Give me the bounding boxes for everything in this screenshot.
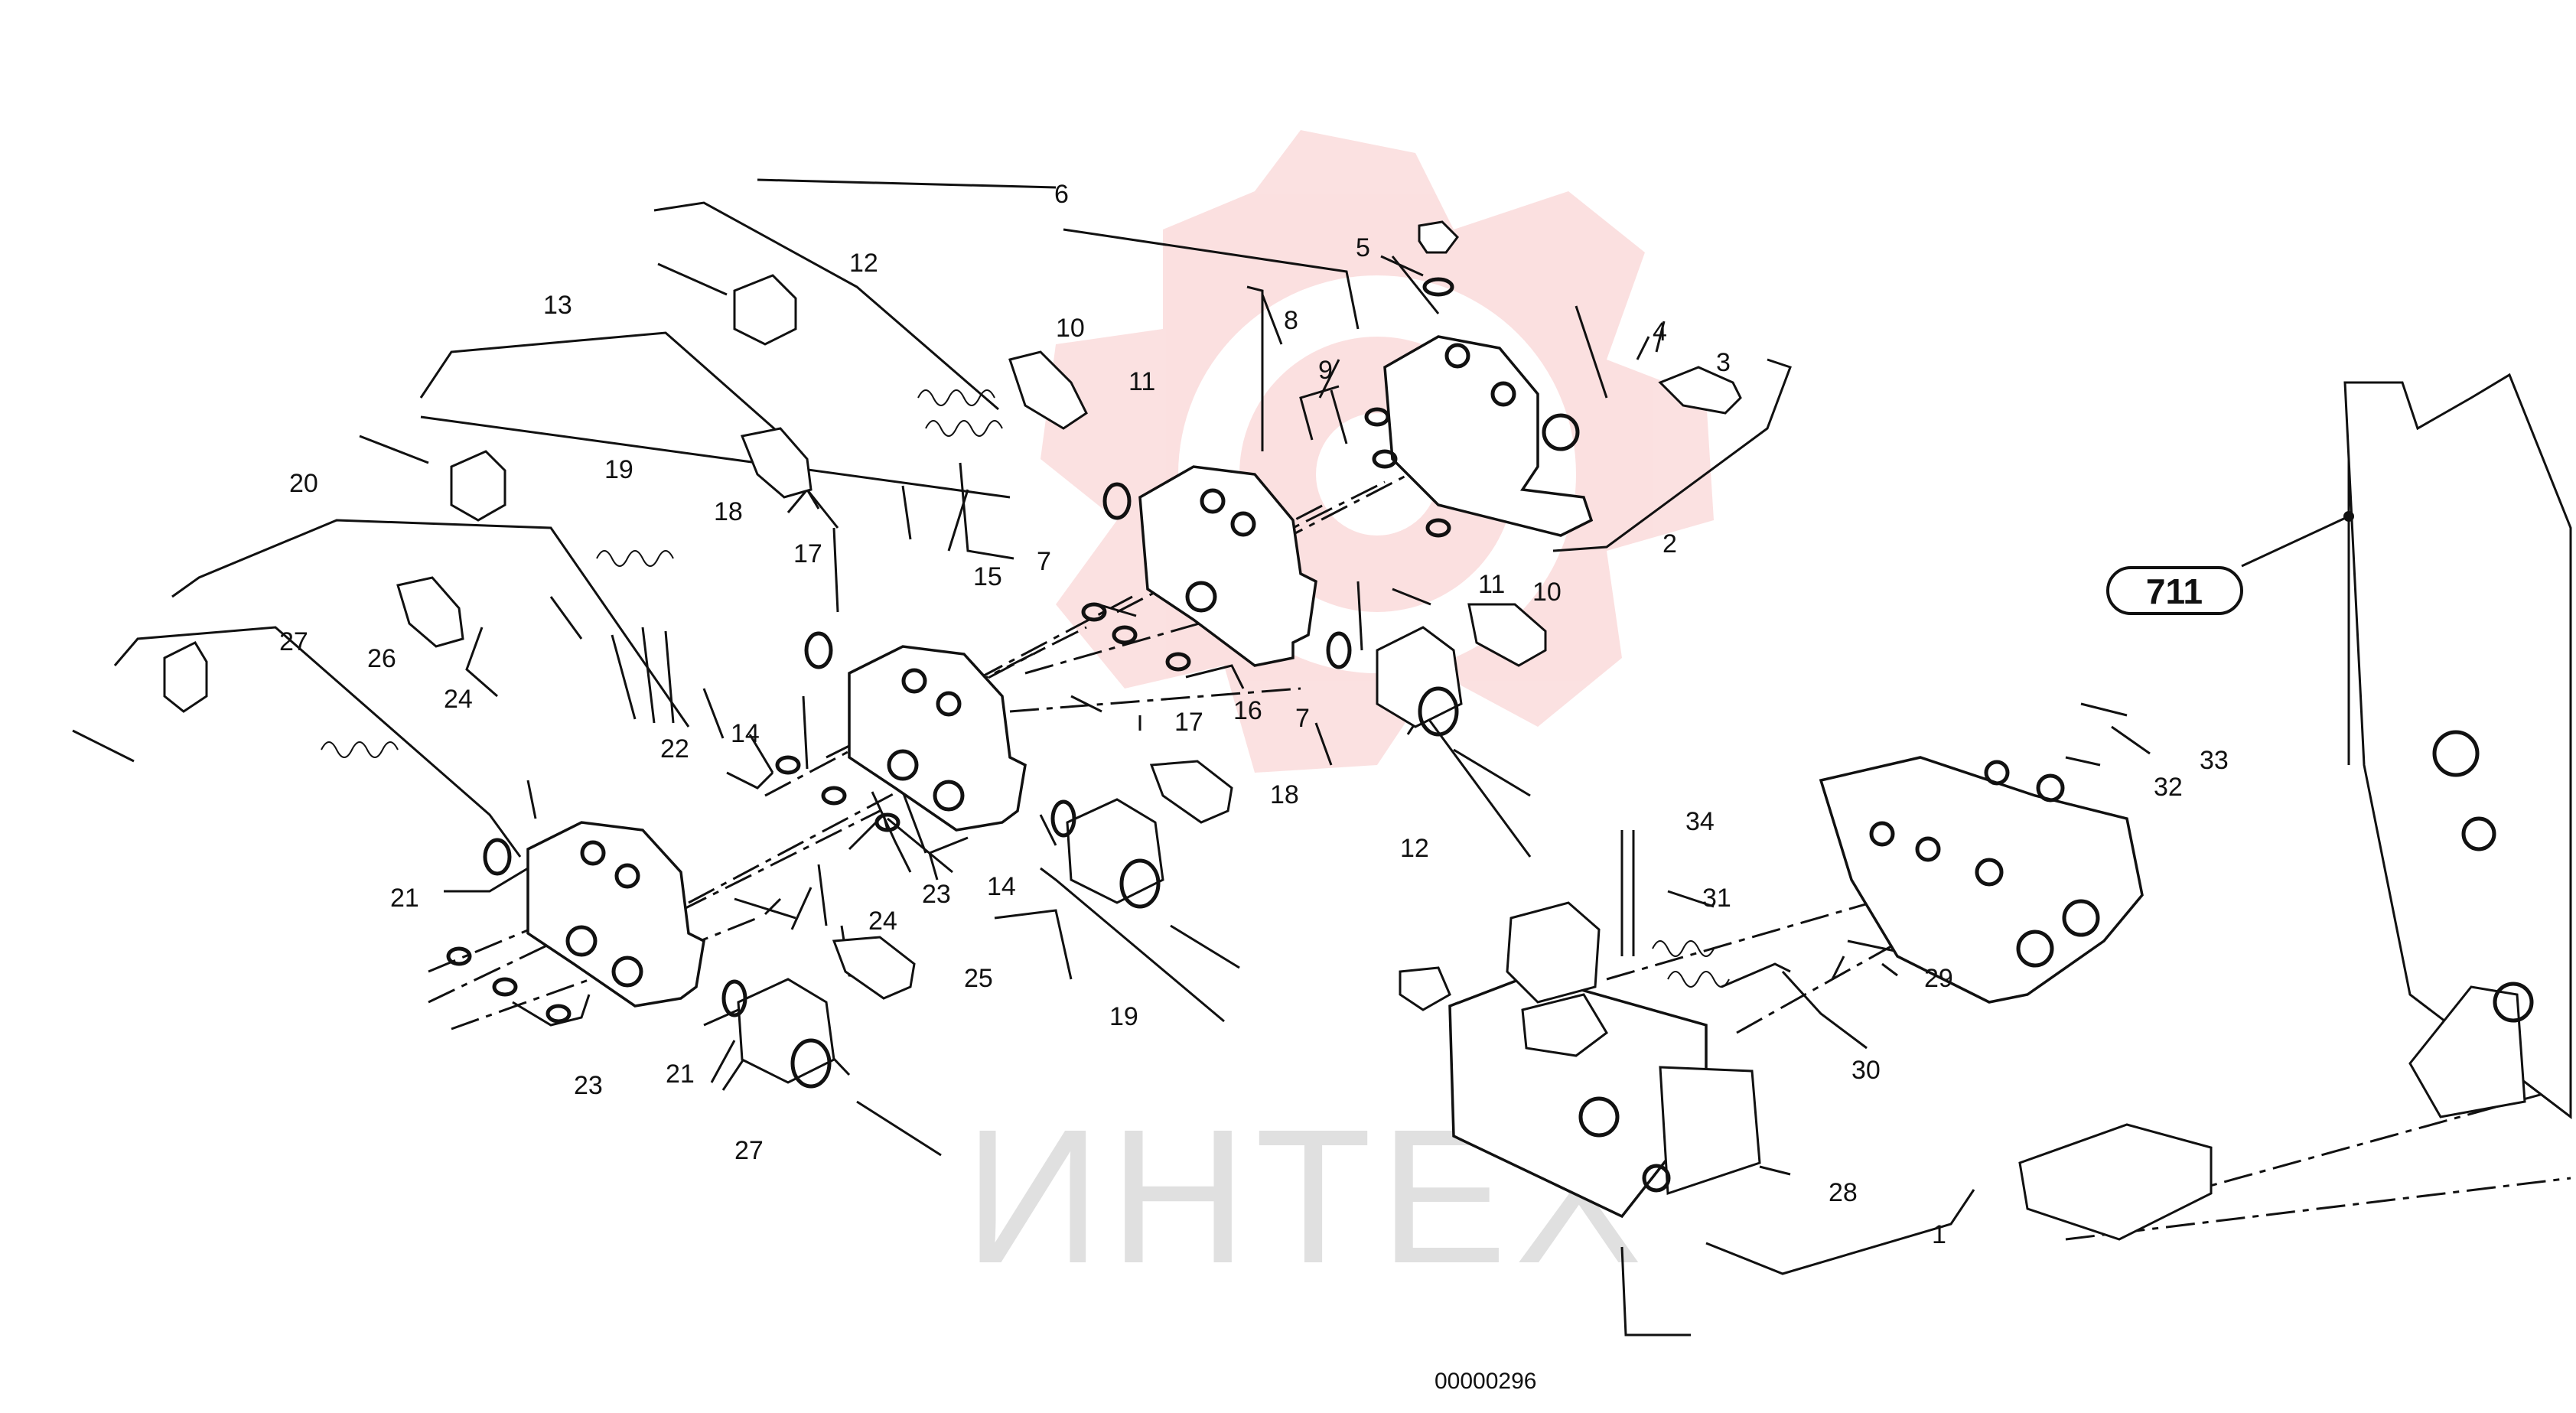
- callout-28: 28: [1829, 1178, 1858, 1207]
- callout-7a: 7: [1037, 547, 1051, 576]
- callout-34: 34: [1685, 807, 1715, 836]
- machine-frame: [2018, 373, 2572, 1241]
- callout-19a: 19: [604, 455, 633, 484]
- callout-4: 4: [1653, 317, 1667, 347]
- callout-18a: 18: [714, 497, 743, 526]
- callout-19b: 19: [1109, 1002, 1138, 1031]
- callout-6: 6: [1054, 180, 1069, 209]
- valve-section-right: [1383, 220, 1594, 537]
- valve-section-left: [526, 821, 705, 1008]
- callout-13: 13: [543, 291, 572, 320]
- callout-24b: 24: [868, 907, 897, 936]
- callout-27a: 27: [279, 627, 308, 656]
- callout-18b: 18: [1270, 780, 1299, 809]
- caps-and-cartridges: [163, 274, 1742, 1089]
- callouts: 1 2 3 4 5 6 7 8 9 10 11 12 13 14 15 16 1…: [279, 180, 2229, 1249]
- callout-21a: 21: [390, 884, 419, 913]
- callout-32: 32: [2154, 773, 2183, 802]
- callout-8: 8: [1284, 306, 1298, 335]
- o-rings: [446, 407, 1451, 1024]
- drawing-number: 00000296: [1435, 1369, 1536, 1394]
- callout-17b: 17: [1174, 708, 1203, 737]
- callout-27b: 27: [734, 1136, 764, 1165]
- callout-20: 20: [289, 469, 318, 498]
- callout-14b: 14: [987, 872, 1016, 901]
- callout-26: 26: [367, 644, 396, 673]
- reference-badge[interactable]: 711: [2106, 511, 2354, 615]
- callout-33: 33: [2200, 746, 2229, 775]
- callout-9: 9: [1318, 356, 1333, 385]
- callout-12b: 12: [1400, 834, 1429, 863]
- callout-14a: 14: [731, 719, 760, 748]
- leader-lines: [113, 178, 2350, 1336]
- callout-10b: 10: [1532, 578, 1562, 607]
- callout-21b: 21: [666, 1060, 695, 1089]
- springs: [321, 389, 1730, 988]
- callout-11b: 11: [1478, 570, 1505, 599]
- callout-23a: 23: [922, 880, 951, 909]
- callout-25: 25: [964, 964, 993, 993]
- callout-3: 3: [1716, 348, 1731, 377]
- callout-5: 5: [1356, 233, 1370, 262]
- bolts: [72, 262, 1635, 1157]
- solenoid-valve-block: [1399, 901, 1761, 1219]
- callout-1: 1: [1932, 1220, 1946, 1249]
- valve-section-left-middle: [848, 645, 1027, 832]
- callout-7b: 7: [1295, 704, 1310, 733]
- callout-12a: 12: [849, 249, 878, 278]
- callout-2: 2: [1663, 529, 1677, 558]
- callout-22: 22: [660, 734, 689, 763]
- callout-17a: 17: [793, 539, 822, 568]
- callout-16: 16: [1233, 696, 1262, 725]
- callout-29: 29: [1924, 964, 1953, 993]
- reference-badge-label: 711: [2146, 571, 2203, 611]
- valve-section-middle: [1138, 465, 1317, 667]
- callout-31: 31: [1702, 884, 1731, 913]
- callout-23b: 23: [574, 1071, 603, 1100]
- assembled-valve-bank: [1819, 756, 2144, 1004]
- callout-11a: 11: [1128, 367, 1155, 396]
- callout-30: 30: [1851, 1056, 1881, 1085]
- callout-15: 15: [973, 562, 1002, 591]
- callout-24a: 24: [444, 685, 473, 714]
- callout-10a: 10: [1056, 314, 1085, 343]
